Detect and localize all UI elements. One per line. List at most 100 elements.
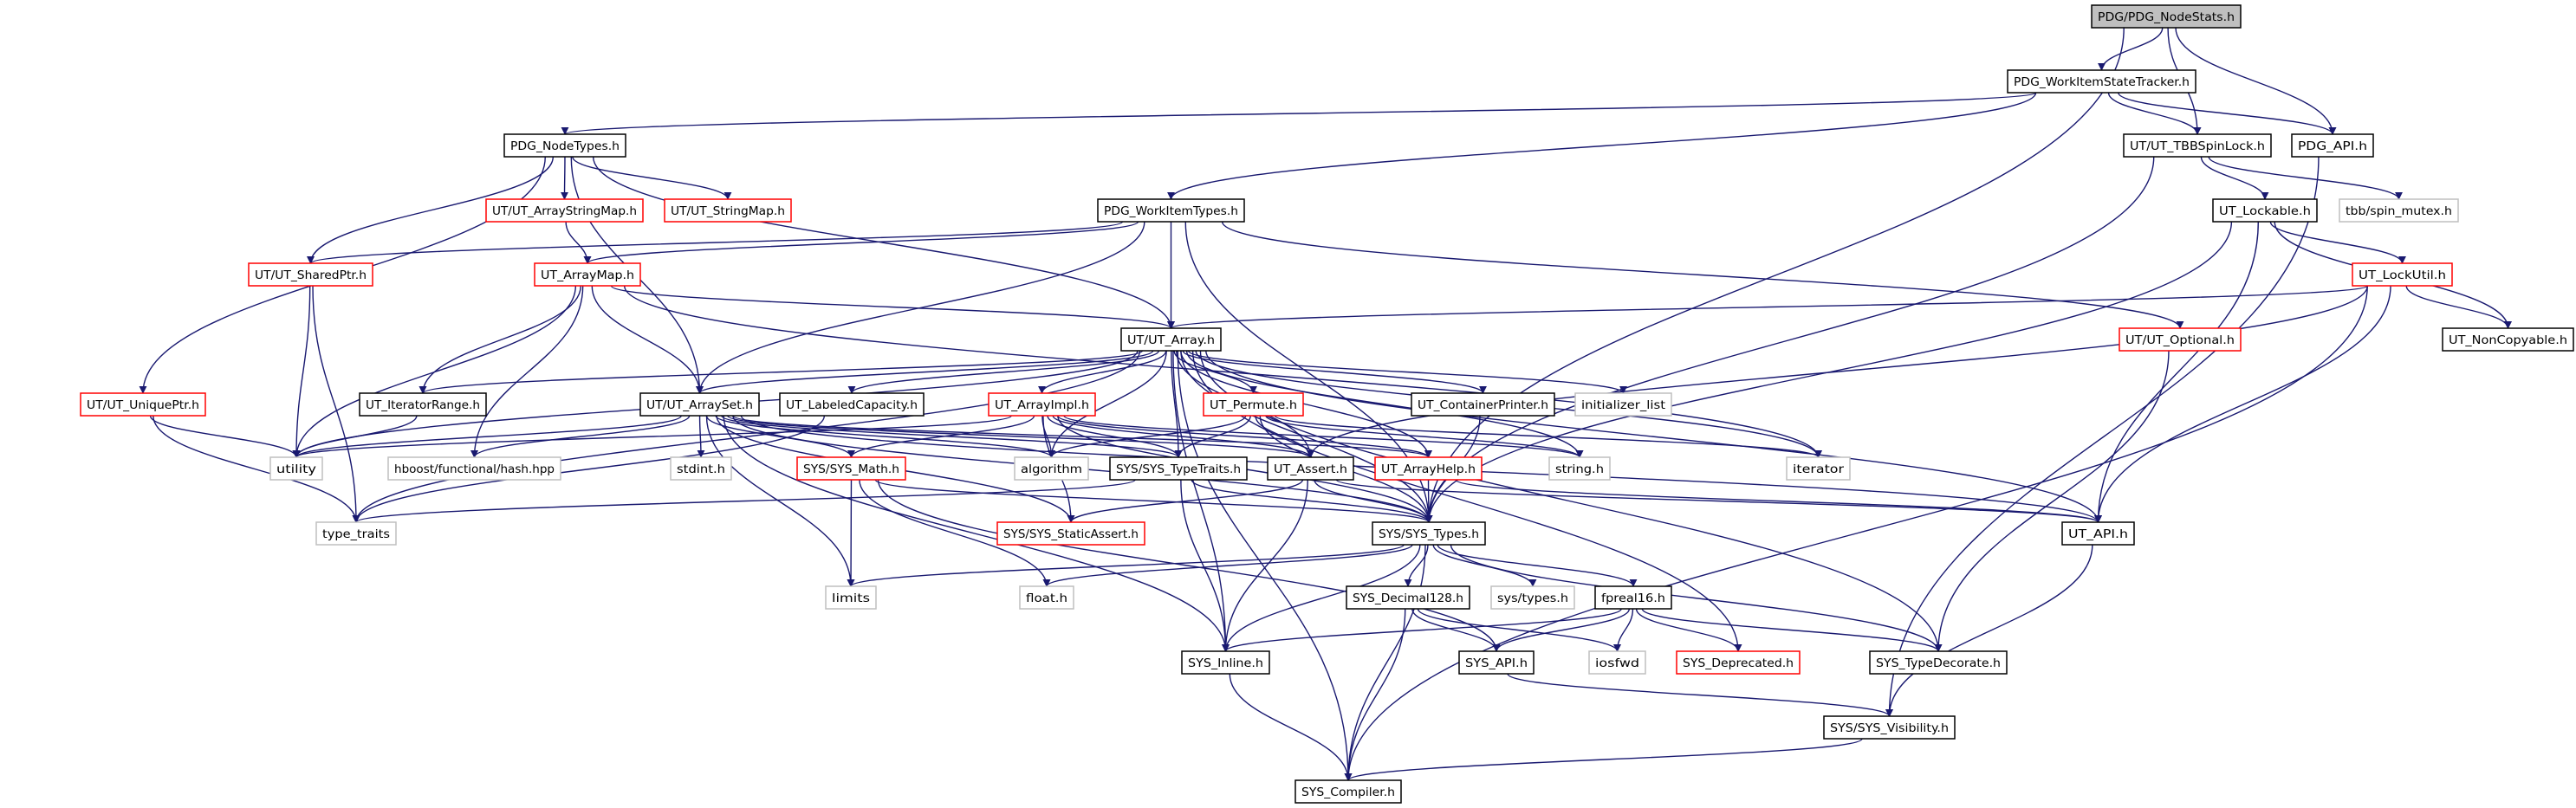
edge-worktypes-to-sharedptr	[307, 221, 1124, 264]
edge-utarray-to-initlist	[1187, 350, 1627, 394]
node-lockable[interactable]: UT_Lockable.h	[2212, 198, 2318, 223]
edge-utassert-to-staticassert	[1067, 479, 1304, 523]
edge-utarray-to-arrayhelp	[1180, 350, 1432, 458]
node-label: algorithm	[1021, 463, 1082, 476]
node-box	[503, 133, 626, 158]
edge-arrayset-to-arrayhelp	[732, 415, 1432, 458]
edge-arraymap-to-hboost	[470, 285, 584, 458]
node-box	[996, 521, 1145, 546]
node-box	[269, 456, 323, 481]
node-label: iterator	[1793, 463, 1845, 476]
edge-lockutil-to-utapi	[2094, 285, 2391, 523]
edge-utassert-to-systypes	[1314, 479, 1433, 523]
node-optional[interactable]: UT/UT_Optional.h	[2119, 327, 2242, 352]
node-limits: limits	[825, 585, 877, 610]
edge-utarray-to-containerprinter	[1182, 350, 1487, 394]
node-sharedptr[interactable]: UT/UT_SharedPtr.h	[248, 262, 373, 287]
node-stringmap[interactable]: UT/UT_StringMap.h	[664, 198, 792, 223]
node-nodetypes[interactable]: PDG_NodeTypes.h	[503, 133, 626, 158]
node-box	[1267, 456, 1354, 481]
node-staticassert[interactable]: SYS/SYS_StaticAssert.h	[996, 521, 1145, 546]
node-box	[670, 456, 732, 481]
edge-optional-to-typedecorate	[1934, 350, 2170, 652]
node-tracker[interactable]: PDG_WorkItemStateTracker.h	[2007, 69, 2196, 94]
edge-sysapi-to-visibility	[1507, 673, 1893, 717]
node-lockutil[interactable]: UT_LockUtil.h	[2352, 262, 2453, 287]
node-uniqueptr[interactable]: UT/UT_UniquePtr.h	[80, 392, 206, 417]
edge-arrayhelp-to-utapi	[1455, 479, 2102, 523]
node-decimal128[interactable]: SYS_Decimal128.h	[1346, 585, 1470, 610]
node-iterrange[interactable]: UT_IteratorRange.h	[359, 392, 487, 417]
node-labeledcap[interactable]: UT_LabeledCapacity.h	[779, 392, 925, 417]
node-label: UT_Assert.h	[1274, 463, 1347, 476]
edge-worktypes-to-arrayset	[696, 221, 1145, 394]
node-arrayhelp[interactable]: UT_ArrayHelp.h	[1374, 456, 1483, 481]
node-stringh: string.h	[1548, 456, 1611, 481]
node-label: SYS_TypeDecorate.h	[1876, 657, 2001, 670]
node-initlist: initializer_list	[1574, 392, 1672, 417]
edge-tracker-to-tbb	[2107, 92, 2202, 135]
node-arrayimpl[interactable]: UT_ArrayImpl.h	[988, 392, 1096, 417]
edge-worktypes-to-arraymap	[583, 221, 1139, 264]
node-utapi[interactable]: UT_API.h	[2061, 521, 2135, 546]
node-box	[2007, 69, 2196, 94]
node-box	[2339, 198, 2459, 223]
edge-typetraitsh-to-sysinline	[1180, 479, 1230, 652]
node-box	[796, 456, 906, 481]
node-label: fpreal16.h	[1601, 592, 1665, 605]
edge-tracker-to-nodetypes	[561, 92, 2037, 135]
node-label: tbb/spin_mutex.h	[2346, 205, 2452, 218]
node-systypesh: sys/types.h	[1490, 585, 1575, 610]
edge-sysmath-to-systypes	[874, 479, 1433, 523]
node-box	[639, 392, 760, 417]
edge-visibility-to-compiler	[1344, 738, 1863, 781]
node-visibility[interactable]: SYS/SYS_Visibility.h	[1823, 715, 1956, 740]
edge-arrayset-to-utility	[292, 415, 682, 458]
node-sysapi[interactable]: SYS_API.h	[1458, 650, 1535, 675]
edge-tracker-to-pdgapi	[2118, 92, 2337, 135]
node-compiler[interactable]: SYS_Compiler.h	[1294, 779, 1402, 804]
node-label: string.h	[1555, 463, 1604, 476]
node-box	[1019, 585, 1074, 610]
node-typetraitsh[interactable]: SYS/SYS_TypeTraits.h	[1109, 456, 1248, 481]
node-arraystringmap[interactable]: UT/UT_ArrayStringMap.h	[485, 198, 644, 223]
node-sysinline[interactable]: SYS_Inline.h	[1181, 650, 1270, 675]
node-containerprinter[interactable]: UT_ContainerPrinter.h	[1411, 392, 1555, 417]
node-typedecorate[interactable]: SYS_TypeDecorate.h	[1869, 650, 2008, 675]
edge-sharedptr-to-type_traits	[312, 285, 360, 523]
node-sysmath[interactable]: SYS/SYS_Math.h	[796, 456, 906, 481]
node-tbb[interactable]: UT/UT_TBBSpinLock.h	[2123, 133, 2272, 158]
node-utarray[interactable]: UT/UT_Array.h	[1120, 327, 1222, 352]
edge-typetraitsh-to-type_traits	[352, 479, 1136, 523]
node-label: hboost/functional/hash.hpp	[394, 463, 555, 476]
node-label: SYS/SYS_TypeTraits.h	[1116, 463, 1241, 476]
node-nodestats[interactable]: PDG/PDG_NodeStats.h	[2091, 4, 2242, 29]
edge-arrayset-to-hboost	[470, 415, 691, 458]
node-systypes[interactable]: SYS/SYS_Types.h	[1372, 521, 1486, 546]
node-worktypes[interactable]: PDG_WorkItemTypes.h	[1097, 198, 1245, 223]
node-box	[2291, 133, 2374, 158]
node-pdgapi[interactable]: PDG_API.h	[2291, 133, 2374, 158]
node-noncopyable[interactable]: UT_NonCopyable.h	[2442, 327, 2574, 352]
node-utassert[interactable]: UT_Assert.h	[1267, 456, 1354, 481]
node-arraymap[interactable]: UT_ArrayMap.h	[534, 262, 641, 287]
node-deprecated[interactable]: SYS_Deprecated.h	[1676, 650, 1801, 675]
node-fpreal16[interactable]: fpreal16.h	[1594, 585, 1672, 610]
edge-utarray-to-type_traits	[352, 350, 1141, 523]
edge-permute-to-stringh	[1265, 415, 1584, 458]
node-box	[534, 262, 641, 287]
edge-sysinline-to-compiler	[1229, 673, 1353, 781]
node-label: UT_Permute.h	[1210, 399, 1297, 412]
node-box	[1374, 456, 1483, 481]
node-permute[interactable]: UT_Permute.h	[1203, 392, 1304, 417]
edge-arrayimpl-to-stringh	[1063, 415, 1584, 458]
node-box	[315, 521, 397, 546]
edge-utarray-to-labeledcap	[847, 350, 1160, 394]
node-box	[2212, 198, 2318, 223]
nodes-layer: PDG/PDG_NodeStats.hPDG_WorkItemStateTrac…	[80, 4, 2574, 804]
node-label: PDG_WorkItemTypes.h	[1104, 205, 1238, 218]
node-iosfwd: iosfwd	[1588, 650, 1646, 675]
edge-utarray-to-systypes	[1180, 350, 1433, 523]
edge-sysmath-to-sysapi	[877, 479, 1501, 652]
node-arrayset[interactable]: UT/UT_ArraySet.h	[639, 392, 760, 417]
